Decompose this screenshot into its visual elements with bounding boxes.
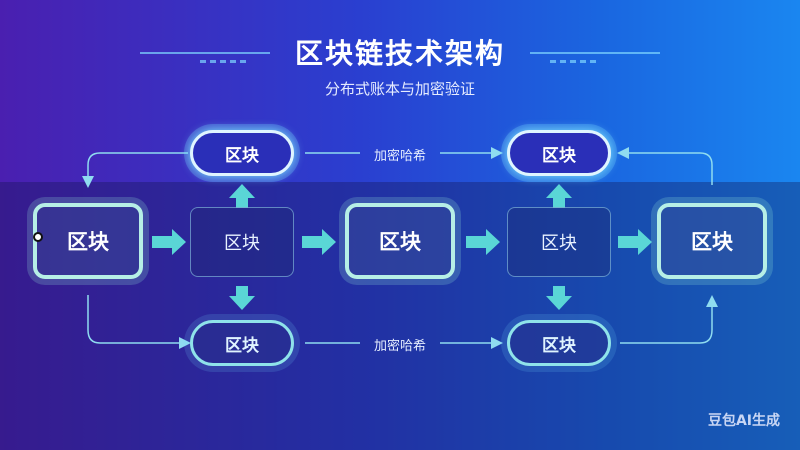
arrow-mid2-down bbox=[546, 286, 572, 310]
diagram-title: 区块链技术架构 bbox=[294, 37, 505, 70]
block-big-1: 区块 bbox=[33, 203, 143, 279]
arrow-mid2-up bbox=[546, 184, 572, 208]
arrow-mid1-up bbox=[229, 184, 255, 208]
block-mid-1-label: 区块 bbox=[224, 233, 260, 254]
block-big-2-label: 区块 bbox=[379, 230, 421, 254]
deco-line-right bbox=[530, 52, 660, 54]
block-top-left-label: 区块 bbox=[225, 145, 259, 166]
block-bottom-right-label: 区块 bbox=[542, 335, 576, 356]
watermark: 豆包AI生成 bbox=[707, 413, 780, 429]
lower-band bbox=[0, 182, 800, 450]
connector-bottomright-to-big3 bbox=[620, 295, 718, 344]
arrow-mid1-big2 bbox=[302, 229, 336, 255]
block-big-3-label: 区块 bbox=[691, 230, 733, 254]
block-mid-2-label: 区块 bbox=[541, 233, 577, 254]
arrow-mid2-big3 bbox=[618, 229, 652, 255]
block-mid-1: 区块 bbox=[190, 207, 294, 277]
block-top-right-label: 区块 bbox=[542, 145, 576, 166]
edge-label-top: 加密哈希 bbox=[373, 149, 426, 164]
mouse-cursor-icon bbox=[33, 232, 43, 242]
block-bottom-right: 区块 bbox=[507, 320, 611, 366]
arrow-big1-mid1 bbox=[152, 229, 186, 255]
block-big-3: 区块 bbox=[657, 203, 767, 279]
connector-big3-to-topright bbox=[617, 147, 713, 185]
block-top-left: 区块 bbox=[190, 130, 294, 176]
block-top-right: 区块 bbox=[507, 130, 611, 176]
deco-dots-right bbox=[550, 60, 600, 63]
block-big-1-label: 区块 bbox=[67, 230, 109, 254]
block-bottom-left: 区块 bbox=[190, 320, 294, 366]
block-big-2: 区块 bbox=[345, 203, 455, 279]
arrow-big2-mid2 bbox=[466, 229, 500, 255]
connector-big1-to-bottomleft bbox=[87, 295, 191, 349]
block-mid-2: 区块 bbox=[507, 207, 611, 277]
deco-dots-left bbox=[200, 60, 250, 63]
connector-topleft-to-big1 bbox=[82, 152, 188, 188]
edge-label-bottom: 加密哈希 bbox=[373, 339, 426, 354]
block-bottom-left-label: 区块 bbox=[225, 335, 259, 356]
arrow-mid1-down bbox=[229, 286, 255, 310]
diagram-subtitle: 分布式账本与加密验证 bbox=[324, 80, 475, 98]
deco-line-left bbox=[140, 52, 270, 54]
